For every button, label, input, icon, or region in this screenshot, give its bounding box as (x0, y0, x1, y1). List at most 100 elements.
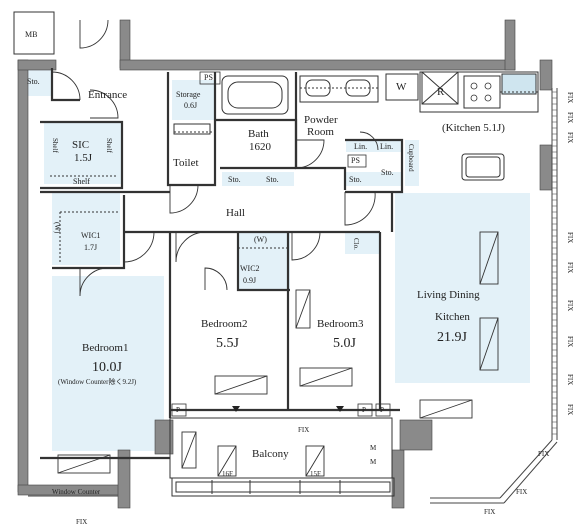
wic1-floor (52, 193, 120, 265)
wall-cupboard (345, 138, 404, 194)
clo-floor (345, 232, 380, 254)
bedroom1-floor (52, 276, 164, 451)
floor-16-label: 16F (222, 470, 233, 478)
storage-label: Storage (176, 90, 201, 99)
wall-entrance (50, 68, 80, 102)
kitchen-island (461, 153, 505, 181)
wic2-label: WIC2 (240, 264, 260, 273)
wall-wic1 (52, 195, 126, 270)
wall-balcony-right (399, 419, 433, 451)
window-diagonals (57, 231, 499, 477)
ldk-label-1: Living Dining (417, 289, 480, 301)
cupboard-floor (405, 140, 419, 186)
bedroom2-label: Bedroom2 (201, 318, 248, 330)
ac-2-label: M (370, 458, 377, 466)
bedroom3-label: Bedroom3 (317, 318, 364, 330)
wic2-w-label: (W) (254, 235, 267, 244)
wall-storage (166, 72, 217, 187)
fix-label: FIX (484, 508, 496, 516)
fix-label: FIX (566, 92, 574, 104)
sto-entrance-floor (24, 68, 52, 96)
sic-area-label: 1.5J (74, 152, 93, 164)
wall-right-mid (539, 144, 553, 191)
fridge-box (421, 71, 459, 105)
sto-hall-2-label: Sto. (266, 175, 279, 184)
wall-left (17, 59, 29, 493)
fix-label: FIX (566, 112, 574, 124)
sto-hall-1-label: Sto. (228, 175, 241, 184)
ldk-label-2: Kitchen (435, 311, 470, 323)
island-sink (465, 156, 501, 178)
bedroom3-area-label: 5.0J (333, 336, 356, 351)
toilet-fixture (173, 123, 211, 135)
storage-area-label: 0.6J (184, 101, 198, 110)
outer-walls (17, 19, 553, 509)
balcony-label: Balcony (252, 448, 289, 460)
fix-label: FIX (516, 488, 528, 496)
sto-hall-floor (222, 172, 294, 186)
fix-label: FIX (566, 374, 574, 386)
cooktop-burners (470, 82, 492, 102)
doors (51, 19, 379, 297)
p-3-label: P (380, 406, 384, 414)
lin-floor (346, 140, 402, 152)
ac-1-label: M (370, 444, 377, 452)
fridge-label: R (437, 86, 445, 98)
wall-powder (294, 72, 347, 190)
hall-label: Hall (226, 207, 245, 219)
counter-tint (501, 73, 537, 95)
p-1-label: P (176, 406, 180, 414)
entrance-label: Entrance (88, 89, 128, 101)
wall-balcony-left (154, 419, 174, 455)
sto-ps-floor (345, 172, 401, 186)
lin-1-label: Lin. (354, 142, 368, 151)
sic-floor (44, 122, 122, 184)
sto-hall-4-label: Sto. (381, 168, 394, 177)
balcony-rail (169, 417, 395, 497)
fix-label: FIX (566, 262, 574, 274)
sto-hall-3-label: Sto. (349, 175, 362, 184)
kitchen-label: (Kitchen 5.1J) (442, 122, 505, 134)
ldk-area-label: 21.9J (437, 330, 467, 345)
wic1-label: WIC1 (81, 231, 101, 240)
bedroom2-area-label: 5.5J (216, 336, 239, 351)
fix-label: FIX (538, 450, 550, 458)
ldk-floor (395, 193, 530, 383)
bathtub (221, 75, 289, 115)
wic1-w-label: (W) (53, 222, 61, 234)
wic2-floor (238, 232, 290, 290)
ps-mid-label: PS (351, 156, 360, 165)
mb-label: MB (25, 30, 38, 39)
p-boxes (171, 71, 391, 417)
fix-label: FIX (566, 132, 574, 144)
vanity (299, 75, 379, 103)
clo-label: Clo. (352, 238, 360, 250)
ps-top-label: PS (204, 73, 213, 82)
wall-top (119, 59, 516, 71)
bedroom1-area-label: 10.0J (92, 360, 122, 375)
shelf-dashes (50, 87, 538, 262)
powder-room-label-1: Powder (304, 114, 338, 126)
p-2-label: P (362, 406, 366, 414)
markers (232, 406, 344, 412)
mb-box (13, 11, 55, 55)
bedroom1-note-label: (Window Counter除く9.2J) (58, 378, 137, 386)
lin-2-label: Lin. (380, 142, 394, 151)
washer-label: W (396, 81, 407, 93)
bath-label: Bath (248, 128, 269, 140)
shelf-bottom-label: Shelf (73, 177, 90, 186)
floor-15-label: 15F (310, 470, 321, 478)
shelf-right-label: Shelf (105, 138, 113, 153)
wall-top-right (504, 19, 516, 71)
wall-bottom-col-right (391, 449, 405, 509)
wall-wic2 (236, 232, 290, 292)
bath-size-label: 1620 (249, 141, 271, 153)
cooktop (463, 75, 501, 109)
wic2-area-label: 0.9J (243, 276, 257, 285)
shelf-left-label: Shelf (51, 138, 59, 153)
toilet-label: Toilet (173, 157, 199, 169)
fix-label: FIX (298, 426, 310, 434)
window-ticks (552, 91, 557, 435)
fix-label: FIX (566, 404, 574, 416)
